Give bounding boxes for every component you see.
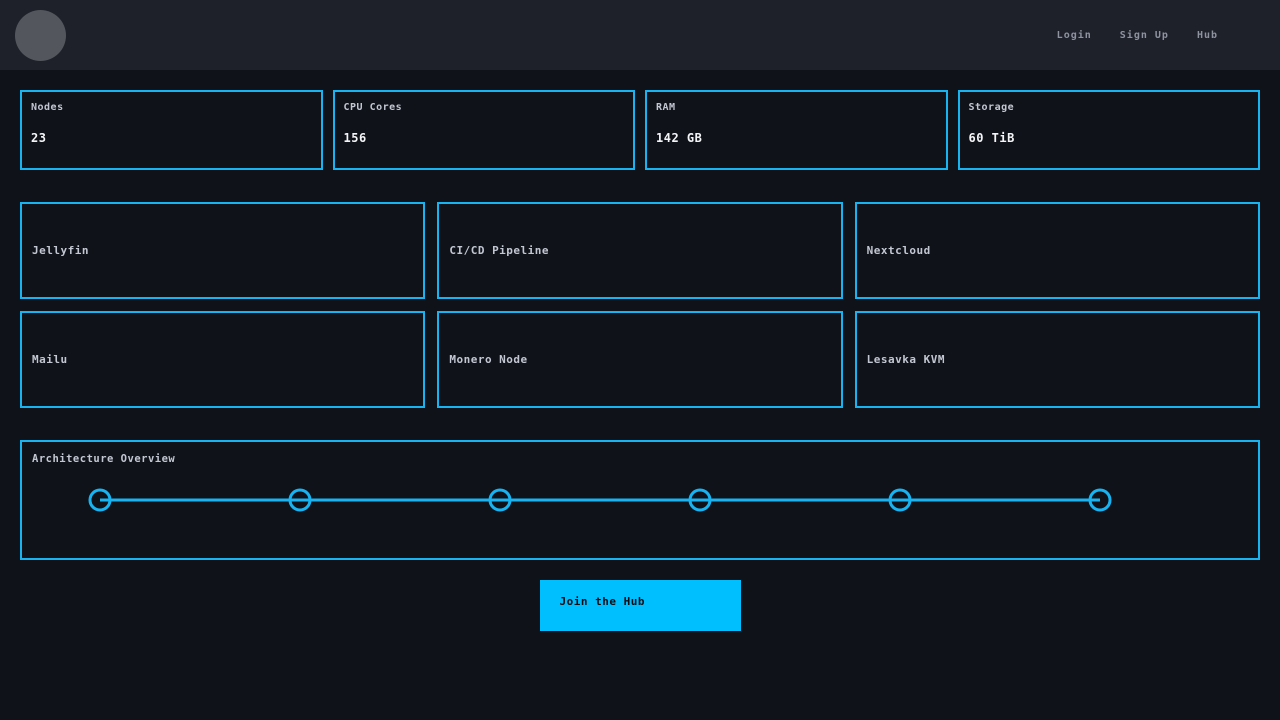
service-label: Nextcloud [866, 244, 931, 257]
cta-row: Join the Hub [20, 580, 1260, 631]
nav-links: Login Sign Up Hub [1057, 30, 1218, 41]
stat-label: RAM [656, 102, 676, 113]
nav-link-hub[interactable]: Hub [1196, 29, 1218, 41]
navbar: Login Sign Up Hub [0, 0, 1280, 70]
nav-link-login[interactable]: Login [1056, 29, 1092, 41]
stat-label: CPU Cores [343, 102, 403, 113]
stat-card-nodes: Nodes 23 [20, 90, 323, 170]
service-card-jellyfin[interactable]: Jellyfin [20, 202, 426, 299]
service-label: Monero Node [449, 353, 528, 366]
stat-value: 60 TiB [968, 131, 1015, 145]
main-content: Nodes 23 CPU Cores 156 RAM 142 GB Storag… [0, 70, 1280, 651]
architecture-diagram [88, 488, 1112, 512]
nav-link-signup[interactable]: Sign Up [1119, 29, 1169, 41]
join-hub-button[interactable]: Join the Hub [539, 580, 741, 631]
service-label: CI/CD Pipeline [449, 244, 550, 257]
stat-label: Storage [968, 102, 1015, 113]
service-card-monero-node[interactable]: Monero Node [437, 311, 843, 408]
stat-card-storage: Storage 60 TiB [957, 90, 1260, 170]
stat-value: 156 [343, 131, 367, 145]
service-card-nextcloud[interactable]: Nextcloud [854, 202, 1260, 299]
service-card-lesavka-kvm[interactable]: Lesavka KVM [854, 311, 1260, 408]
avatar[interactable] [15, 9, 66, 61]
service-card-mailu[interactable]: Mailu [20, 311, 426, 408]
architecture-node-icon [88, 488, 112, 512]
architecture-node-icon [688, 488, 712, 512]
stat-value: 23 [31, 131, 47, 145]
service-label: Mailu [32, 353, 68, 366]
architecture-title: Architecture Overview [32, 453, 176, 465]
stats-grid: Nodes 23 CPU Cores 156 RAM 142 GB Storag… [20, 90, 1260, 170]
architecture-node-icon [888, 488, 912, 512]
service-label: Jellyfin [32, 244, 89, 257]
service-card-cicd-pipeline[interactable]: CI/CD Pipeline [437, 202, 843, 299]
architecture-node-icon [288, 488, 312, 512]
stat-card-cpu-cores: CPU Cores 156 [332, 90, 635, 170]
architecture-node-icon [1088, 488, 1112, 512]
service-label: Lesavka KVM [866, 353, 946, 366]
stat-card-ram: RAM 142 GB [645, 90, 948, 170]
stat-label: Nodes [31, 102, 64, 113]
stat-value: 142 GB [656, 131, 703, 145]
services-grid: Jellyfin CI/CD Pipeline Nextcloud Mailu … [20, 202, 1260, 408]
architecture-node-icon [488, 488, 512, 512]
architecture-panel: Architecture Overview [20, 440, 1260, 560]
